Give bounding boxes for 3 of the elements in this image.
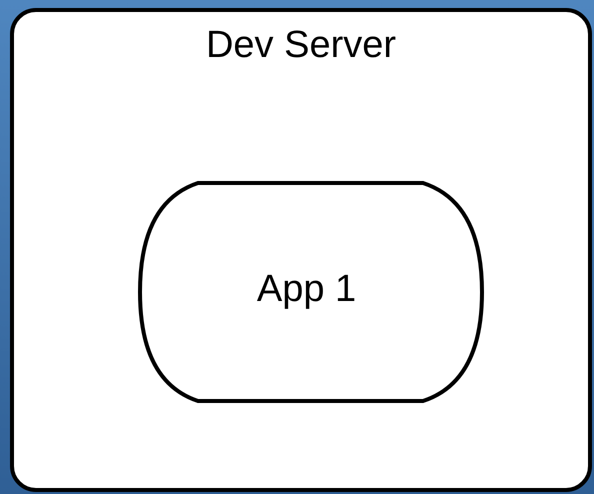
app-label: App 1 (256, 268, 358, 311)
server-box (10, 8, 592, 492)
server-title: Dev Server (204, 24, 398, 67)
